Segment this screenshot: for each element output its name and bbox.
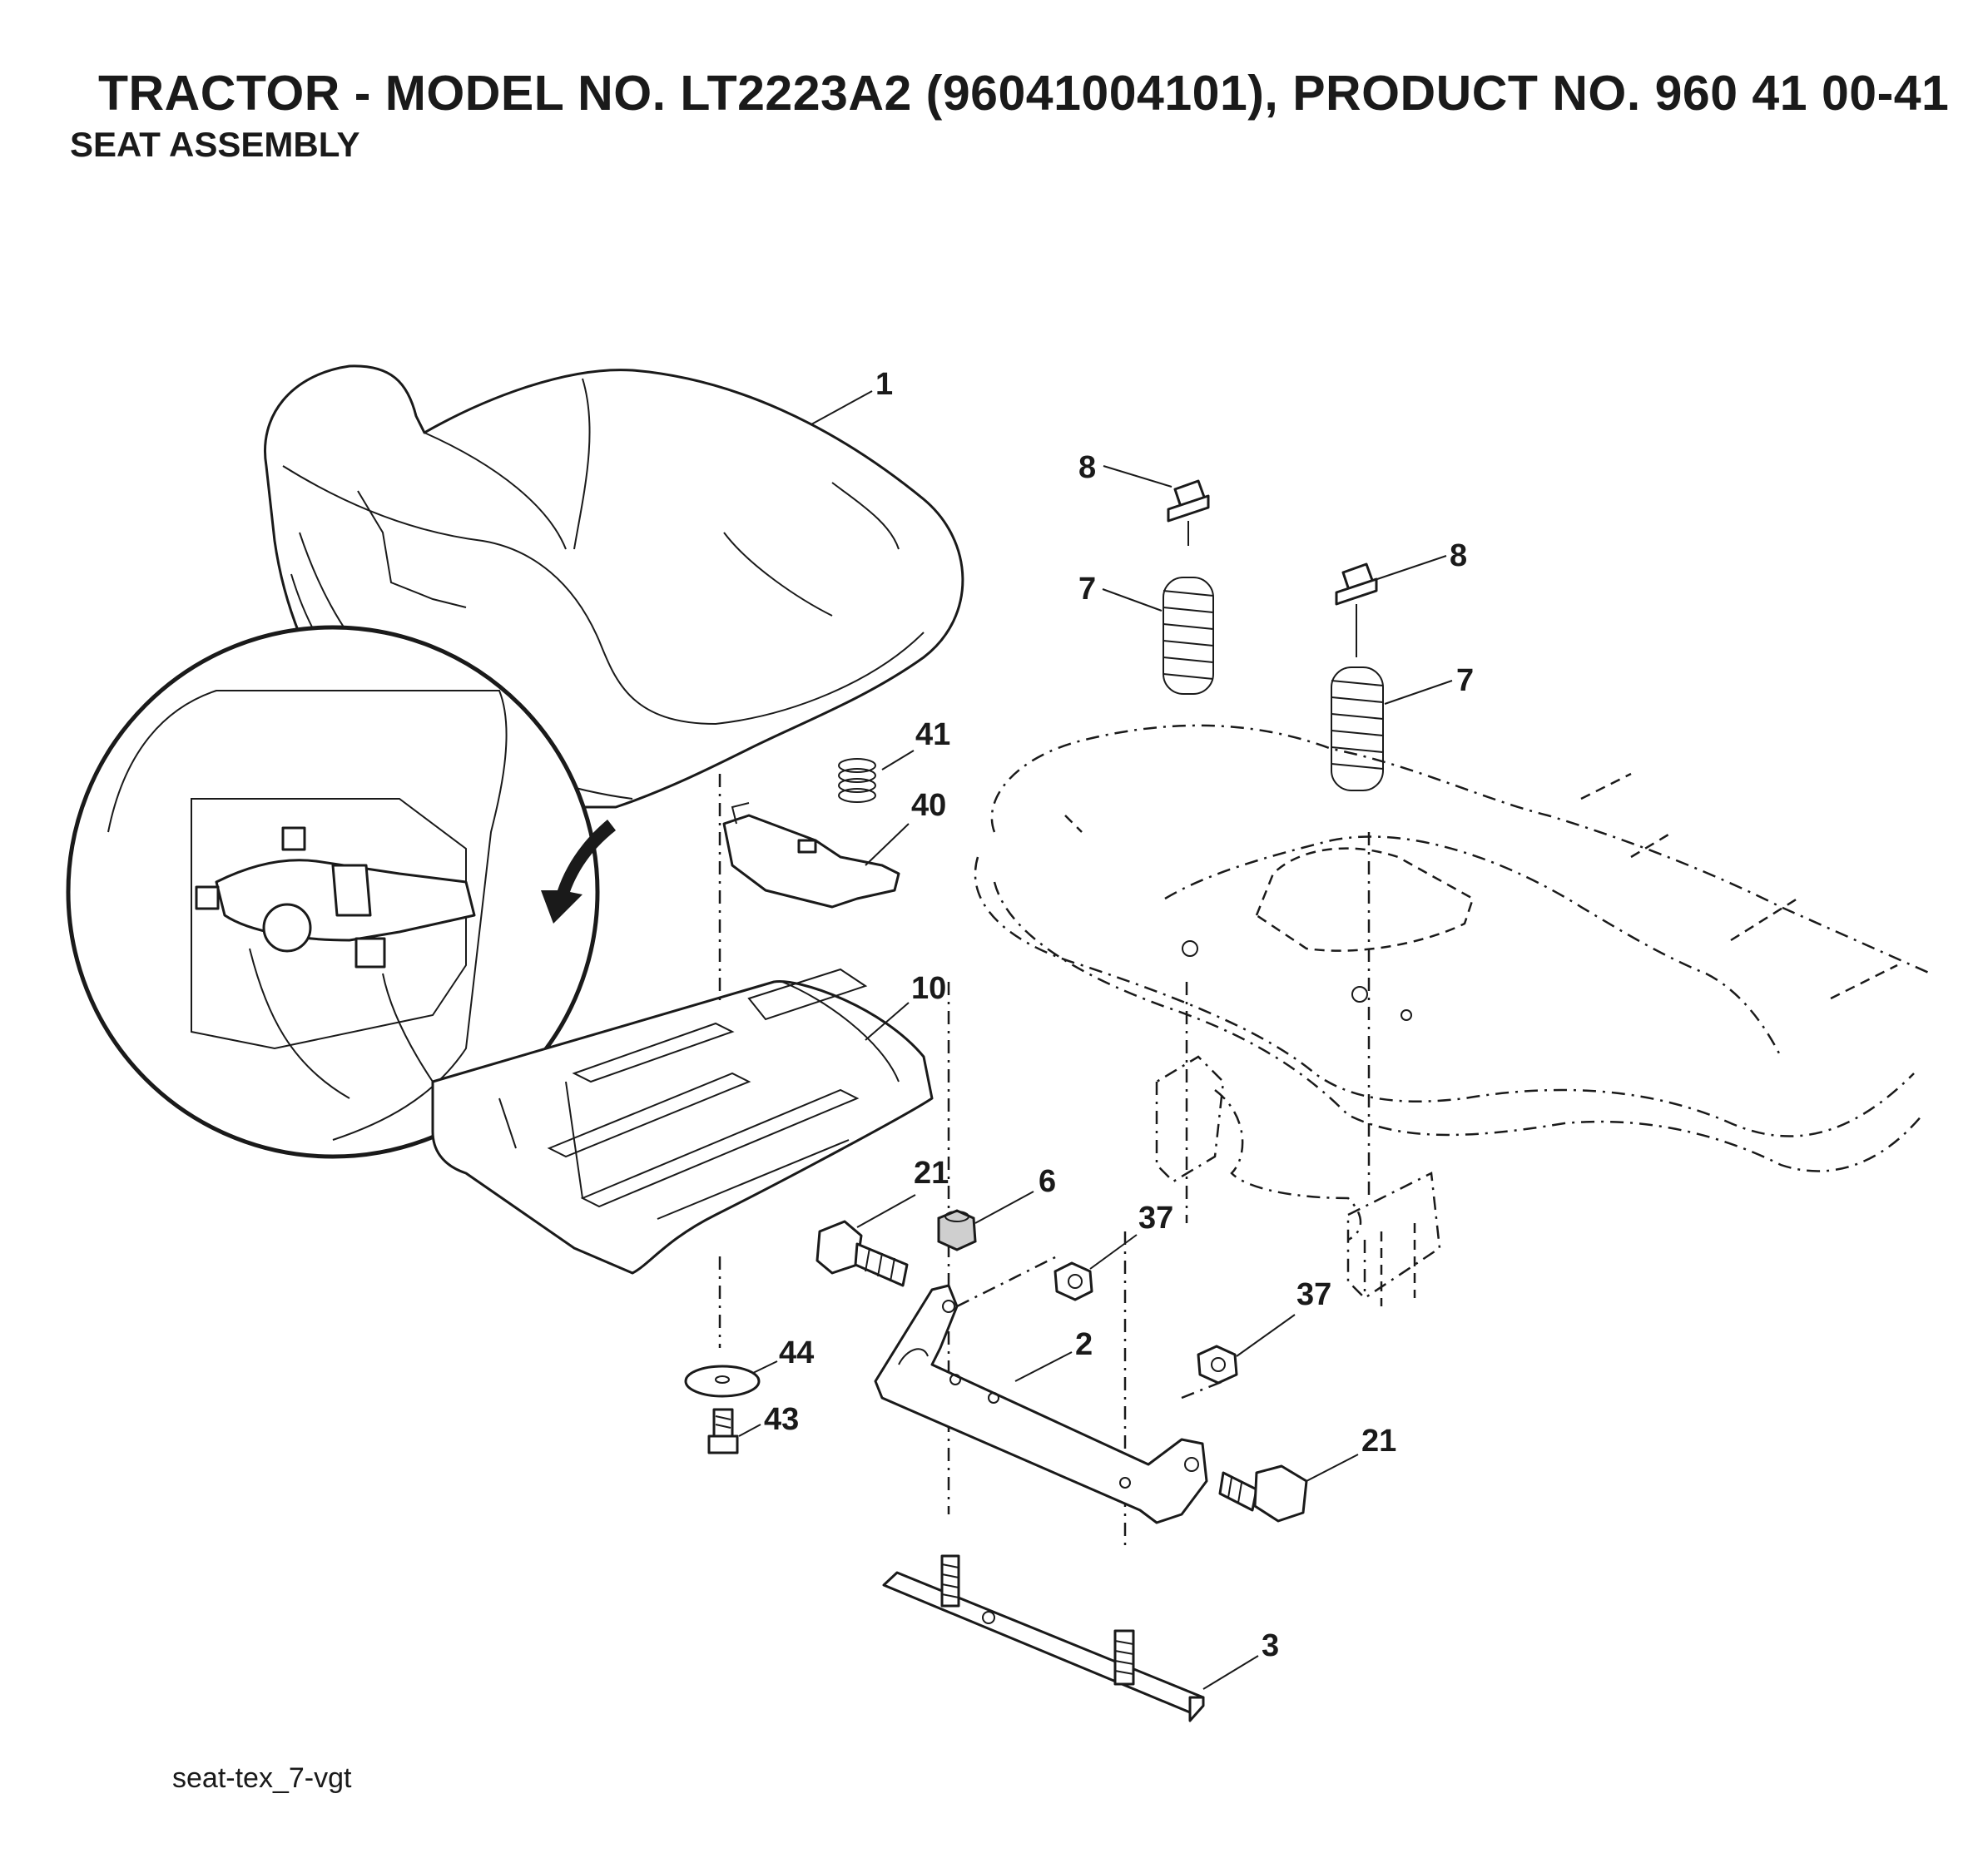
callout-spring-right: 7 bbox=[1456, 663, 1474, 698]
callout-seat-pan: 10 bbox=[911, 971, 946, 1006]
bolt-21-top bbox=[816, 1220, 909, 1287]
callout-bolt-left: 8 bbox=[1078, 450, 1096, 485]
nut-6 bbox=[937, 1209, 977, 1251]
seat-switch-detail-circle bbox=[66, 625, 600, 1159]
callout-spring-left: 7 bbox=[1078, 572, 1096, 607]
bolt-left bbox=[1167, 479, 1210, 546]
screw-43 bbox=[707, 1408, 739, 1454]
bracket-2 bbox=[874, 1284, 1208, 1524]
switch-spring bbox=[838, 758, 876, 803]
detail-arrow bbox=[541, 820, 616, 924]
callout-bolt-right: 8 bbox=[1450, 538, 1467, 573]
callout-bolt-21-bottom: 21 bbox=[1361, 1424, 1396, 1459]
bolt-right bbox=[1335, 562, 1378, 657]
bolt-21-bottom bbox=[1218, 1464, 1308, 1523]
callout-switch-spring: 41 bbox=[915, 717, 950, 752]
nut-37-bottom bbox=[1197, 1345, 1238, 1385]
spring-left bbox=[1163, 577, 1214, 695]
washer-44 bbox=[684, 1365, 761, 1398]
callout-plate-3: 3 bbox=[1262, 1628, 1279, 1663]
page-subtitle: SEAT ASSEMBLY bbox=[70, 125, 360, 164]
callout-seat: 1 bbox=[875, 367, 893, 402]
callout-nut-37-top: 37 bbox=[1138, 1201, 1173, 1236]
callout-screw-43: 43 bbox=[764, 1402, 799, 1437]
plate-3 bbox=[882, 1554, 1205, 1722]
page-title: TRACTOR - MODEL NO. LT2223A2 (9604100410… bbox=[98, 66, 1950, 121]
callout-nut-37-bottom: 37 bbox=[1296, 1277, 1331, 1312]
callout-switch-bracket: 40 bbox=[911, 788, 946, 823]
callout-bolt-21-top: 21 bbox=[914, 1156, 949, 1191]
spring-right bbox=[1331, 666, 1384, 791]
seat-pan bbox=[431, 968, 934, 1275]
callout-washer-44: 44 bbox=[779, 1335, 814, 1370]
figure-id: seat-tex_7-vgt bbox=[172, 1762, 352, 1794]
callout-bracket-2: 2 bbox=[1075, 1327, 1093, 1362]
tractor-fender-outline bbox=[974, 724, 1931, 1306]
switch-bracket bbox=[722, 802, 900, 909]
nut-37-top bbox=[1053, 1261, 1093, 1301]
callout-nut-6: 6 bbox=[1039, 1164, 1056, 1199]
